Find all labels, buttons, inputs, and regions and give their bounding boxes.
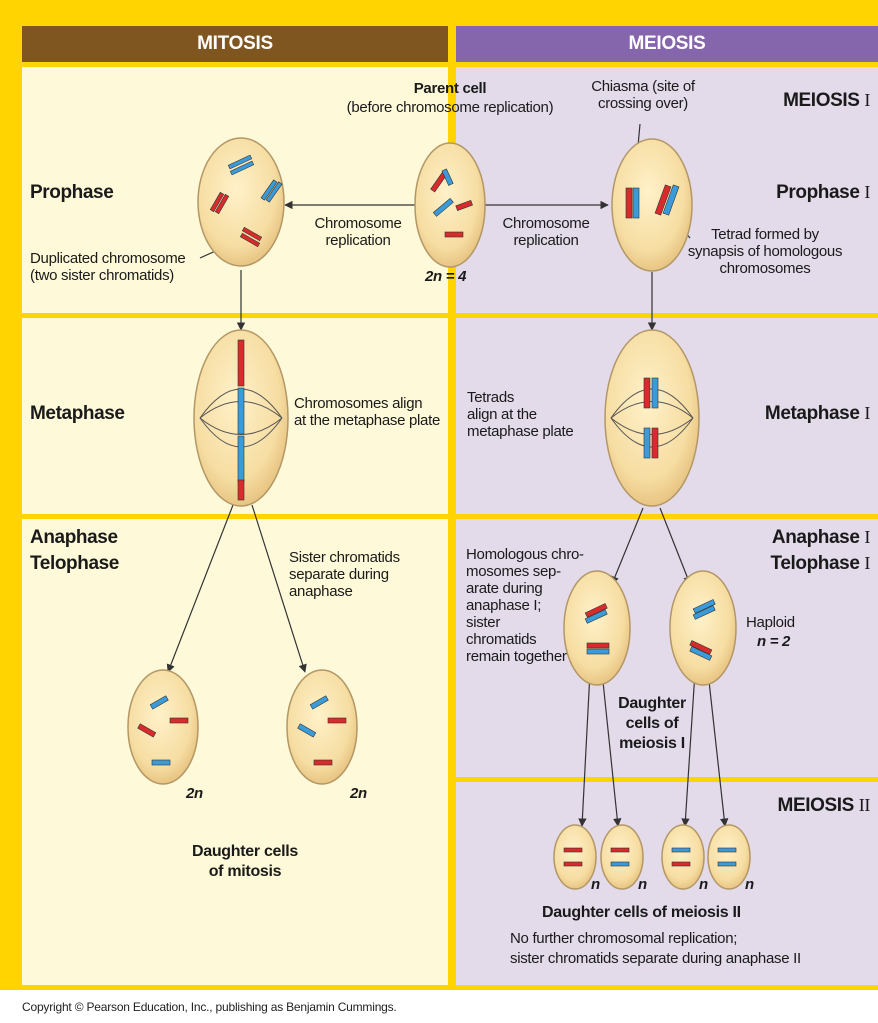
chromosome	[238, 388, 244, 434]
chromosome	[587, 649, 609, 654]
chromosome	[672, 848, 690, 852]
meiosis1-numeral: I	[864, 90, 870, 110]
chromosome	[238, 480, 244, 500]
daughter-meiosis1-label: Daughter cells of meiosis I	[602, 694, 702, 754]
chromosome	[672, 862, 690, 866]
tetrad-formed-label: Tetrad formed by synapsis of homologous …	[686, 226, 844, 277]
replication-left-label: Chromosome replication	[298, 215, 418, 249]
meiosis2-daughter-cell-d	[708, 825, 750, 889]
meiosis-metaphase-cell	[605, 330, 699, 506]
no-further-label: No further chromosomal replication; sist…	[510, 929, 801, 969]
daughter-mitosis-label: Daughter cells of mitosis	[170, 842, 320, 882]
chromosome	[564, 848, 582, 852]
chromosome	[718, 862, 736, 866]
meiosis1-word: MEIOSIS	[783, 90, 859, 111]
anaphase1-word: Anaphase	[772, 527, 860, 548]
stage-metaphase1: Metaphase I	[730, 403, 870, 424]
telophase1-numeral: I	[864, 553, 870, 573]
chromosome	[445, 232, 463, 237]
meiosis2-daughter-cell-a	[554, 825, 596, 889]
telophase1-word: Telophase	[771, 553, 860, 574]
homologous-sep-label: Homologous chro- mosomes sep- arate duri…	[466, 546, 584, 665]
mitosis-header: MITOSIS	[22, 26, 448, 62]
parent-cell-title: Parent cell	[380, 80, 520, 97]
prophase1-word: Prophase	[776, 182, 859, 203]
meiosis-header: MEIOSIS	[456, 26, 878, 62]
chiasma-label: Chiasma (site of crossing over)	[578, 78, 708, 112]
chromosome	[652, 378, 658, 408]
ploidy-parent: 2n = 4	[425, 268, 466, 285]
replication-right-label: Chromosome replication	[486, 215, 606, 249]
stage-anaphase1: Anaphase I	[740, 527, 870, 548]
chromosome	[328, 718, 346, 723]
ploidy-n-d: n	[745, 876, 754, 893]
chromosome	[626, 188, 632, 218]
chromosome	[587, 643, 609, 648]
ploidy-n-a: n	[591, 876, 600, 893]
chromosome	[644, 378, 650, 408]
anaphase1-numeral: I	[864, 527, 870, 547]
chromosome	[611, 862, 629, 866]
copyright: Copyright © Pearson Education, Inc., pub…	[22, 1000, 397, 1014]
meiosis2-numeral: II	[859, 795, 870, 815]
stage-meiosis1: MEIOSIS I	[770, 90, 870, 111]
stage-telophase1: Telophase I	[740, 553, 870, 574]
chromosome	[238, 436, 244, 482]
daughter-meiosis2-label: Daughter cells of meiosis II	[542, 904, 741, 921]
ploidy-n-c: n	[699, 876, 708, 893]
chromosome	[652, 428, 658, 458]
haploid-label: Haploid	[746, 614, 795, 631]
mitosis-prophase-cell	[198, 138, 284, 266]
ploidy-n-b: n	[638, 876, 647, 893]
haploid-n-label: n = 2	[757, 633, 790, 650]
ploidy-2n-a: 2n	[186, 785, 203, 802]
meiosis2-word: MEIOSIS	[778, 795, 854, 816]
sister-chromatids-label: Sister chromatids separate during anapha…	[289, 549, 400, 600]
chromosome	[718, 848, 736, 852]
meiosis1-daughter-cell-b	[670, 571, 736, 685]
chromosome	[314, 760, 332, 765]
chromosome	[170, 718, 188, 723]
metaphase1-numeral: I	[864, 403, 870, 423]
stage-anaphase: Anaphase	[30, 527, 118, 548]
meiosis2-daughter-cell-b	[601, 825, 643, 889]
chromosome	[611, 848, 629, 852]
chromosome	[633, 188, 639, 218]
prophase1-numeral: I	[864, 182, 870, 202]
chromosome	[644, 428, 650, 458]
stage-prophase1: Prophase I	[740, 182, 870, 203]
duplicated-label: Duplicated chromosome (two sister chroma…	[30, 250, 185, 284]
metaphase1-word: Metaphase	[765, 403, 860, 424]
chromosome	[564, 862, 582, 866]
stage-telophase: Telophase	[30, 553, 119, 574]
daughter-meiosis2-text: Daughter cells of meiosis II	[542, 904, 741, 921]
chromosome	[238, 340, 244, 386]
stage-metaphase: Metaphase	[30, 403, 125, 424]
tetrads-align-label: Tetrads align at the metaphase plate	[467, 389, 573, 440]
mitosis-daughter-cell-b	[287, 670, 357, 784]
meiosis2-daughter-cell-c	[662, 825, 704, 889]
stage-prophase: Prophase	[30, 182, 113, 203]
chromosomes-align-label: Chromosomes align at the metaphase plate	[294, 395, 440, 429]
meiosis-prophase-cell	[612, 139, 692, 271]
ploidy-2n-b: 2n	[350, 785, 367, 802]
parent-cell-subtitle: (before chromosome replication)	[330, 99, 570, 116]
chromosome	[152, 760, 170, 765]
stage-meiosis2: MEIOSIS II	[770, 795, 870, 816]
